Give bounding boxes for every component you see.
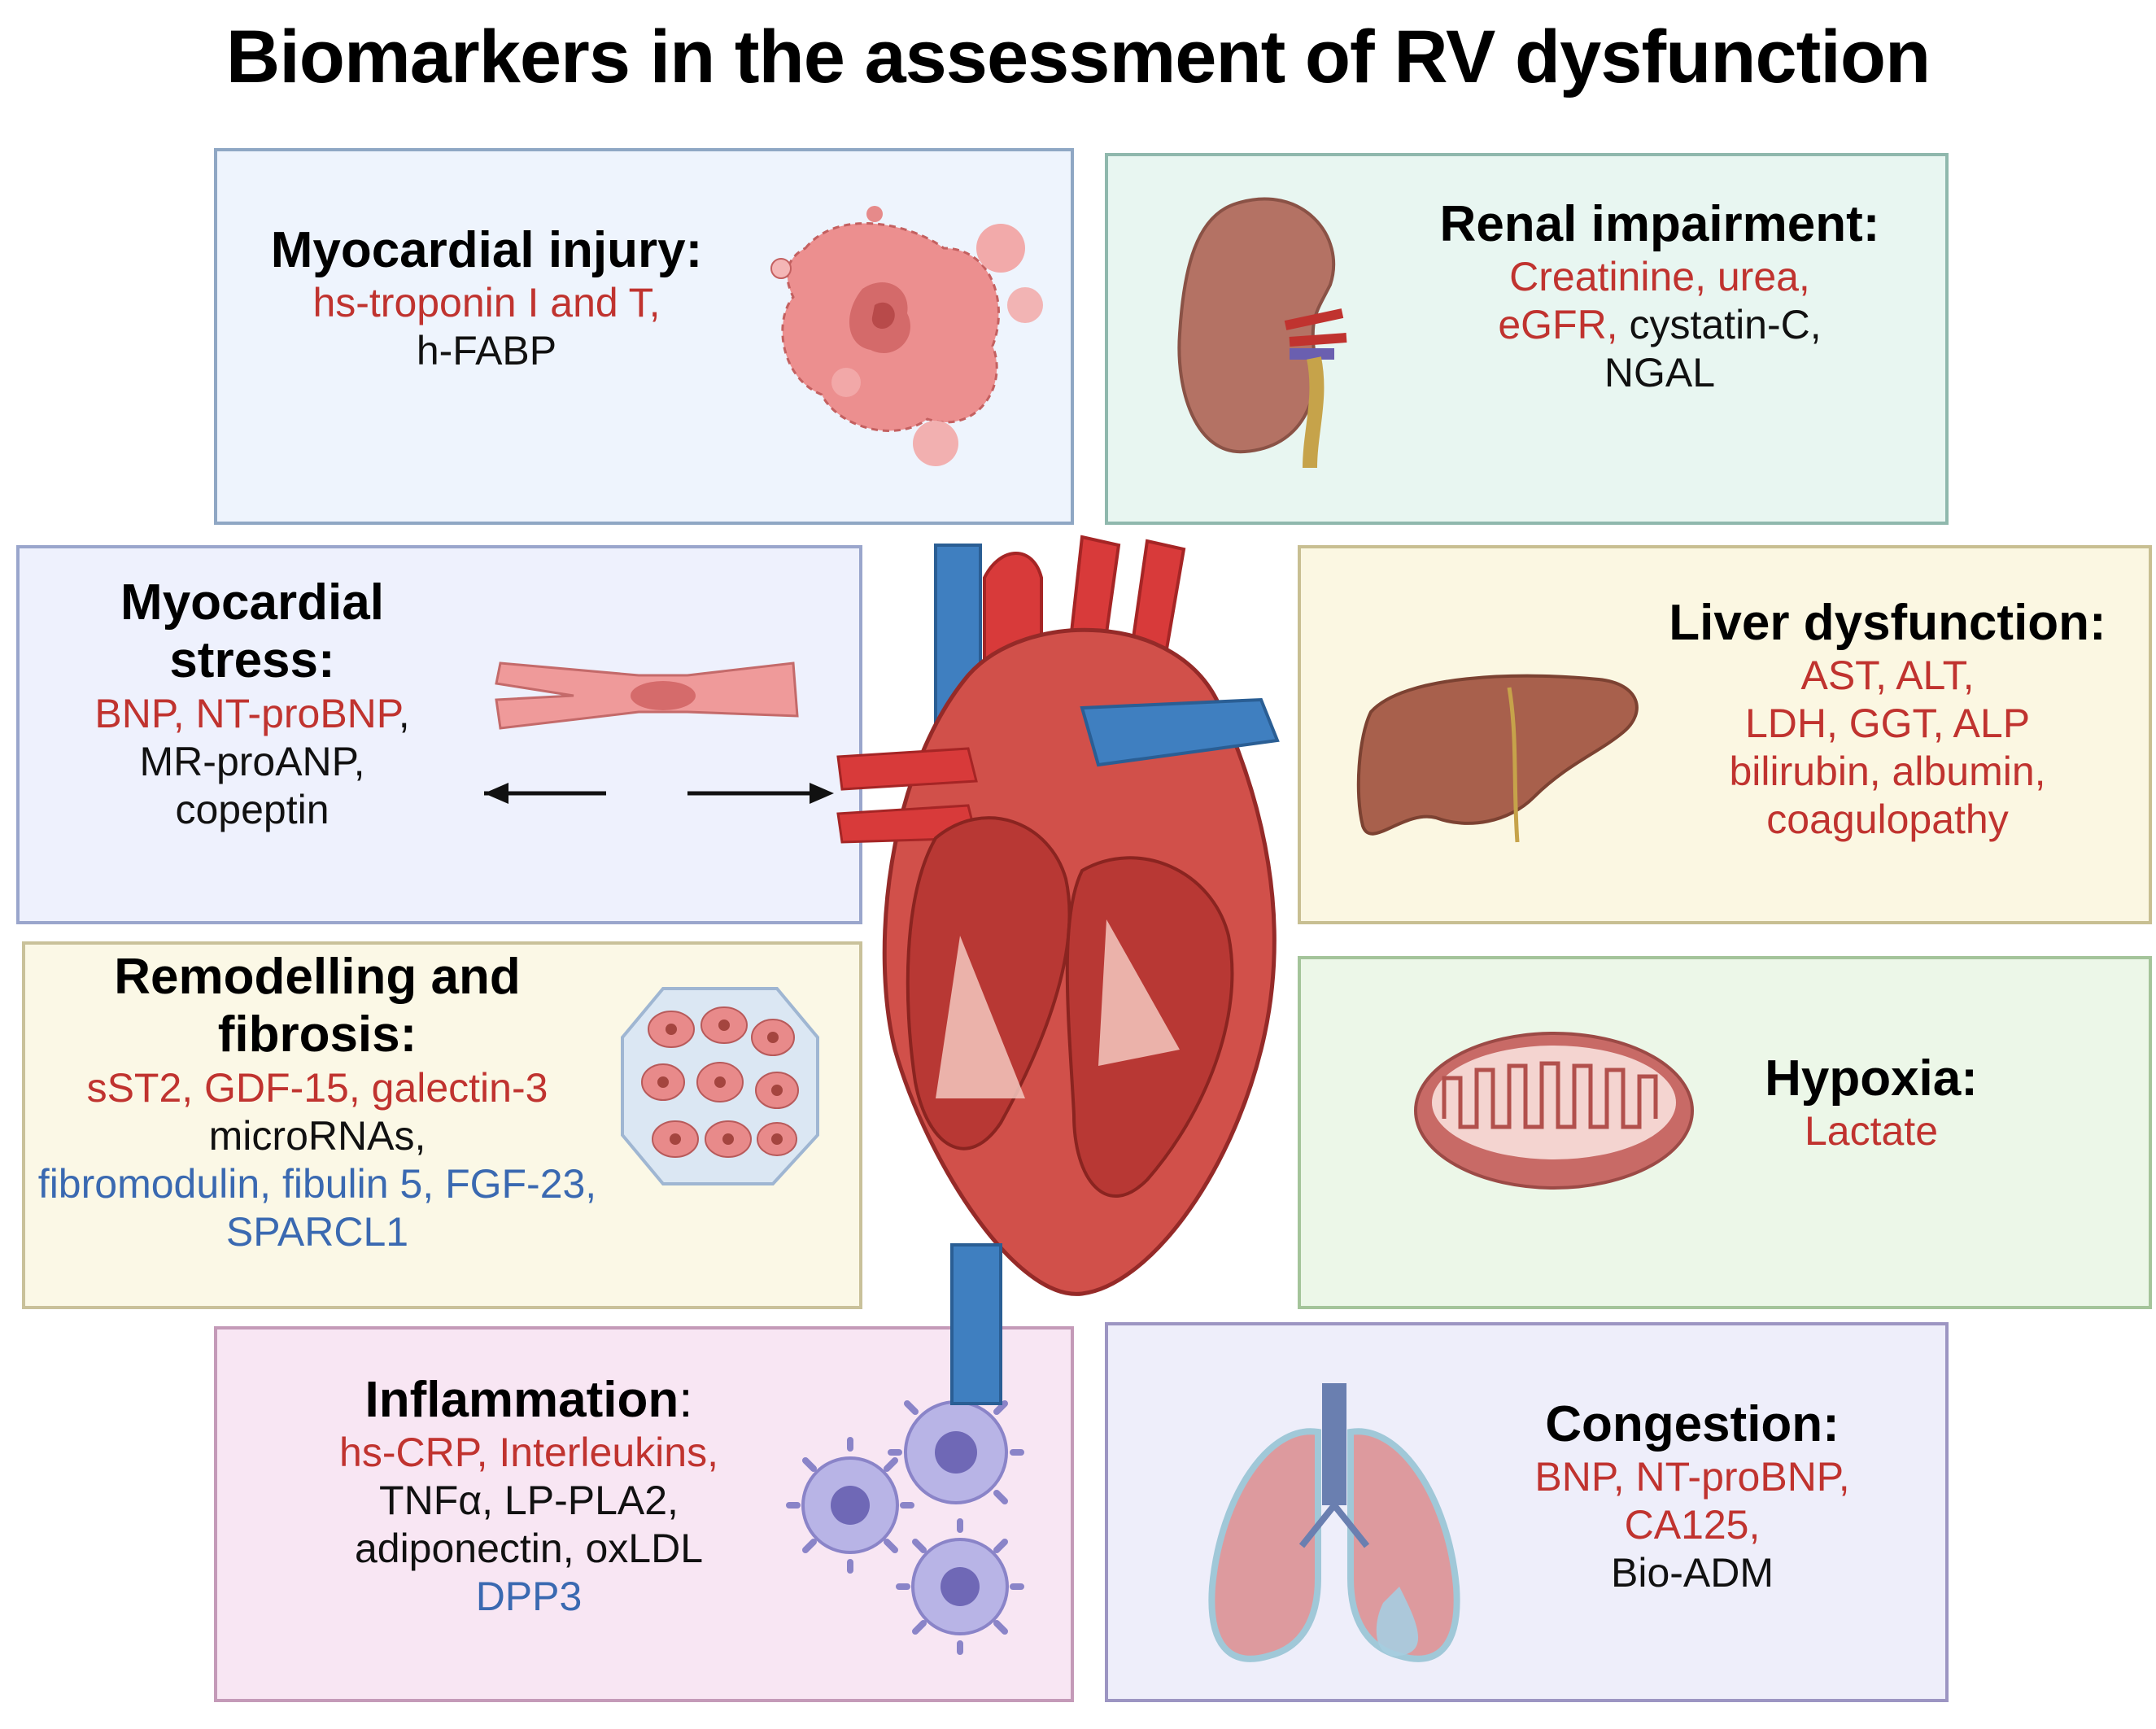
- hypoxia-heading: Hypoxia:: [1765, 1050, 1978, 1107]
- inflammation-text: Inflammation: hs-CRP, Interleukins, TNFα…: [277, 1371, 781, 1621]
- remodelling-fibrosis-heading-2: fibrosis:: [217, 1006, 417, 1063]
- remodelling-fibrosis-red-markers: sST2, GDF-15, galectin-3: [86, 1064, 548, 1111]
- hypoxia-red-markers: Lactate: [1804, 1108, 1938, 1155]
- renal-impairment-heading: Renal impairment:: [1439, 196, 1880, 252]
- inflammation-heading-colon: :: [679, 1372, 693, 1428]
- liver-icon: [1356, 674, 1639, 843]
- page-title: Biomarkers in the assessment of RV dysfu…: [225, 15, 1931, 98]
- stretched-myocyte-icon: [484, 661, 834, 804]
- congestion-heading: Congestion:: [1545, 1396, 1840, 1452]
- myocardial-stress-red-markers: BNP, NT-proBNP: [94, 690, 399, 736]
- liver-dysfunction-heading: Liver dysfunction:: [1669, 595, 2106, 651]
- liver-dysfunction-markers-3: bilirubin, albumin,: [1729, 749, 2046, 795]
- panel-myocardial-stress: [16, 545, 862, 924]
- congestion-black-markers: Bio-ADM: [1610, 1550, 1774, 1596]
- fibrotic-tissue-icon: [621, 987, 819, 1185]
- heart-cross-section-icon: [836, 535, 1280, 1405]
- myocardial-stress-comma: ,: [398, 690, 410, 736]
- kidney-icon: [1177, 197, 1347, 469]
- panel-inflammation: [214, 1326, 1074, 1702]
- myocardial-injury-text: Myocardial injury: hs-troponin I and T, …: [234, 221, 739, 375]
- remodelling-fibrosis-black-markers: microRNAs,: [208, 1112, 426, 1159]
- lungs-icon: [1208, 1383, 1460, 1662]
- immune-cell-icon: [786, 1382, 1024, 1655]
- myocardial-stress-black-markers-2: copeptin: [175, 786, 330, 832]
- remodelling-fibrosis-blue-markers-2: SPARCL1: [225, 1208, 409, 1255]
- liver-dysfunction-markers-1: AST, ALT,: [1800, 653, 1975, 699]
- congestion-text: Congestion: BNP, NT-proBNP, CA125, Bio-A…: [1473, 1395, 1912, 1597]
- renal-impairment-black-markers-2: NGAL: [1604, 350, 1716, 396]
- liver-dysfunction-markers-4: coagulopathy: [1766, 797, 2009, 843]
- myocardial-injury-red-markers: hs-troponin I and T,: [312, 280, 661, 326]
- congestion-red-markers-2: CA125,: [1624, 1502, 1761, 1548]
- inflammation-red-markers: hs-CRP, Interleukins,: [339, 1430, 718, 1476]
- inflammation-black-markers-1: TNFα, LP-PLA2,: [379, 1478, 679, 1524]
- panel-hypoxia: [1298, 956, 2152, 1309]
- necrotic-cell-icon: [770, 206, 1043, 466]
- myocardial-stress-heading-1: Myocardial: [120, 574, 384, 631]
- remodelling-fibrosis-heading-1: Remodelling and: [114, 949, 521, 1005]
- renal-impairment-text: Renal impairment: Creatinine, urea, eGFR…: [1375, 195, 1944, 397]
- mitochondrion-icon: [1414, 1032, 1694, 1190]
- myocardial-injury-black-markers: h-FABP: [416, 328, 557, 374]
- renal-impairment-red-markers-2: eGFR,: [1498, 302, 1618, 348]
- myocardial-stress-heading-2: stress:: [169, 632, 335, 689]
- inflammation-blue-markers: DPP3: [475, 1574, 583, 1620]
- hypoxia-text: Hypoxia: Lactate: [1717, 1050, 2026, 1155]
- inflammation-black-markers-2: adiponectin, oxLDL: [354, 1526, 704, 1572]
- renal-impairment-red-markers-1: Creatinine, urea,: [1509, 254, 1810, 300]
- liver-dysfunction-markers-2: LDH, GGT, ALP: [1744, 701, 2031, 747]
- remodelling-fibrosis-text: Remodelling and fibrosis: sST2, GDF-15, …: [33, 948, 602, 1256]
- inflammation-heading: Inflammation: [364, 1372, 679, 1428]
- remodelling-fibrosis-blue-markers-1: fibromodulin, fibulin 5, FGF-23,: [37, 1160, 597, 1207]
- congestion-red-markers-1: BNP, NT-proBNP,: [1534, 1454, 1850, 1500]
- myocardial-injury-heading: Myocardial injury:: [270, 222, 703, 278]
- liver-dysfunction-text: Liver dysfunction: AST, ALT, LDH, GGT, A…: [1635, 594, 2140, 844]
- myocardial-stress-black-markers-1: MR-proANP,: [139, 738, 365, 784]
- myocardial-stress-text: Myocardial stress: BNP, NT-proBNP, MR-pr…: [37, 574, 468, 834]
- renal-impairment-black-markers-1: cystatin-C,: [1629, 302, 1822, 348]
